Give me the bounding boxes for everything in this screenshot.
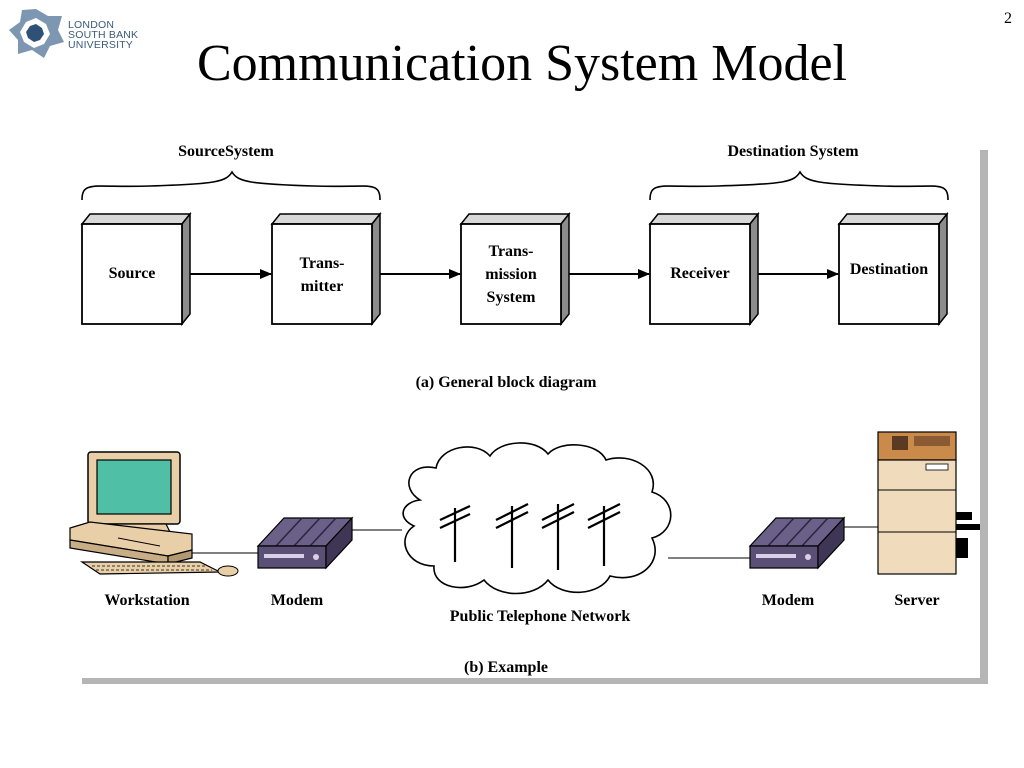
logo-line: UNIVERSITY (68, 39, 134, 51)
block-label: Trans- (299, 255, 344, 272)
university-logo: LONDON SOUTH BANK UNIVERSITY (6, 6, 146, 60)
source-brace (81, 170, 381, 201)
workstation-icon (69, 451, 239, 577)
group-label-source: SourceSystem (178, 143, 274, 160)
page-title: Communication System Model (197, 35, 847, 92)
block-transmitter: Trans- mitter (270, 211, 382, 327)
block-destination: Destination (837, 211, 949, 327)
telephone-network-cloud-icon (402, 442, 672, 595)
block-source: Source (80, 211, 192, 327)
label-network: Public Telephone Network (450, 608, 631, 625)
star-logo-icon (9, 9, 64, 58)
group-label-destination: Destination System (727, 143, 859, 160)
block-receiver: Receiver (648, 211, 760, 327)
label-modem-right: Modem (762, 592, 815, 609)
block-label: System (487, 289, 537, 306)
destination-brace (649, 170, 949, 201)
label-server: Server (894, 592, 939, 609)
logo-line: SOUTH BANK (68, 29, 139, 41)
page-number: 2 (1004, 10, 1012, 27)
block-label: Destination (850, 261, 928, 278)
modem-left-icon (256, 516, 354, 570)
caption-b: (b) Example (464, 659, 548, 676)
block-label: Source (109, 265, 156, 282)
block-transmission-system: Trans- mission System (459, 211, 571, 327)
logo-line: LONDON (68, 19, 115, 31)
block-label: Receiver (670, 265, 730, 282)
label-workstation: Workstation (104, 592, 189, 609)
caption-a: (a) General block diagram (416, 374, 598, 391)
label-modem-left: Modem (271, 592, 324, 609)
block-label: mitter (301, 278, 344, 295)
server-icon (877, 431, 980, 575)
logo-wordmark: LONDON SOUTH BANK UNIVERSITY (68, 19, 139, 51)
block-label: mission (485, 266, 537, 283)
modem-right-icon (748, 516, 846, 570)
block-label: Trans- (488, 243, 533, 260)
